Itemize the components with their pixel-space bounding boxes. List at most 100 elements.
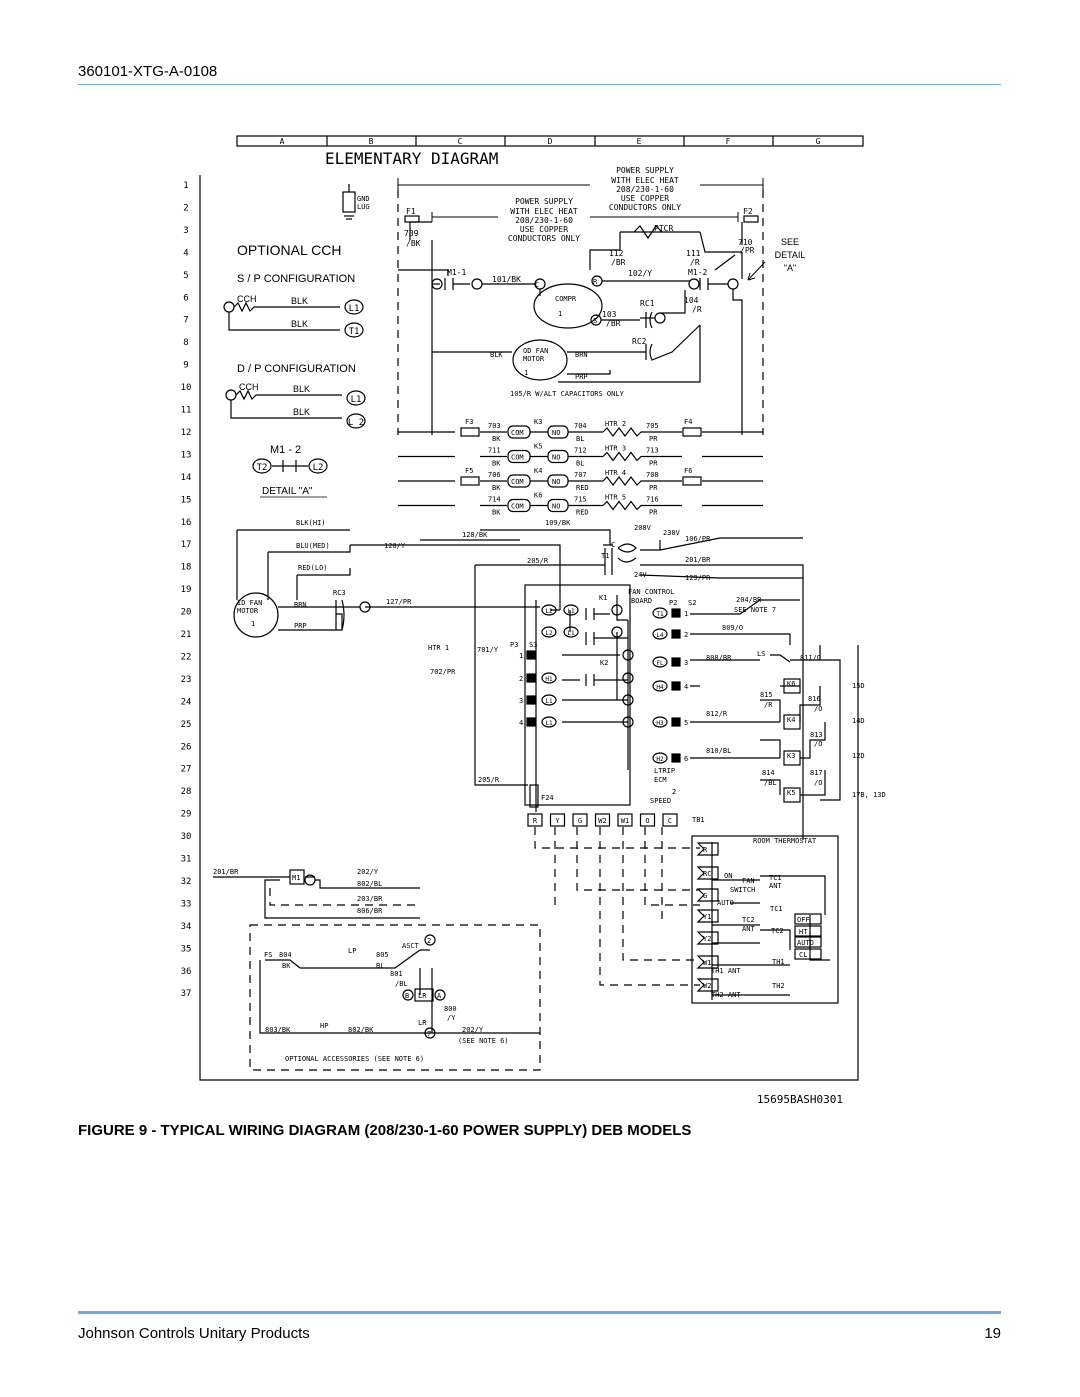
relay-contact: [622, 716, 634, 728]
plug-p3-pin: [526, 673, 536, 683]
cch-label: CCH: [237, 294, 257, 304]
wire-label: 208V: [634, 524, 652, 532]
wire-label: 716: [646, 496, 659, 504]
zone-ruler: [236, 135, 864, 147]
wire-label: 802/BL: [357, 880, 382, 888]
header-rule: [78, 84, 1001, 85]
see-detail: DETAIL: [775, 250, 806, 260]
plug-p2-pin: [671, 629, 681, 639]
wire-label: 811/O: [800, 654, 821, 662]
cch-terminal: [346, 413, 366, 429]
od-fan-label: MOTOR: [523, 355, 545, 363]
wire-label: 104: [684, 296, 699, 305]
thermostat-off: OFF: [797, 916, 810, 924]
cch-terminal: [252, 458, 272, 474]
row-number: 7: [183, 316, 188, 326]
row-number: 12: [181, 428, 192, 438]
detail-a-label: DETAIL "A": [262, 486, 313, 497]
row-number: 2: [183, 203, 188, 213]
asct-pin: 7: [427, 1030, 431, 1038]
wire-color: /BR: [611, 258, 626, 267]
wire-color: PR: [649, 484, 658, 492]
board-pin-label: L2: [545, 608, 553, 615]
wire-label: BLK: [291, 296, 308, 306]
row-number: 28: [181, 787, 192, 797]
relay-k6: K6: [787, 680, 795, 688]
thermostat-terminal-label: Y2: [703, 935, 711, 943]
power-supply-line: CONDUCTORS ONLY: [508, 234, 580, 243]
m1-2-label: M1 - 2: [270, 444, 301, 456]
wire-color: /BL: [395, 980, 408, 988]
heater-label: HTR 5: [605, 494, 626, 502]
plug-p3-number: 2: [519, 675, 523, 683]
row-number: 25: [181, 720, 192, 730]
plug-p2-pin: [671, 717, 681, 727]
com-label: COM: [511, 503, 524, 511]
plug-p2-pin: [671, 753, 681, 763]
wire-color: /BL: [764, 779, 777, 787]
plug-p2-number: 2: [684, 631, 688, 639]
heater-element: [602, 451, 682, 462]
contactor-label: M1-2: [688, 268, 707, 277]
row-reference: 14D: [852, 717, 865, 725]
optional-cch-title: OPTIONAL CCH: [237, 242, 342, 258]
row-number: 26: [181, 742, 192, 752]
wire-label: 808/BR: [706, 654, 732, 662]
limit-switch: LS: [757, 650, 765, 658]
board-label: FAN CONTROL: [628, 588, 674, 596]
cch-terminal-label: T2: [257, 463, 268, 473]
wire-label: 817: [810, 769, 823, 777]
freeze-stat: FS: [264, 951, 272, 959]
board-pin: [652, 656, 668, 668]
od-fan-label: OD FAN: [523, 347, 548, 355]
board-pin-label: L2: [545, 630, 553, 637]
board-pin: [652, 607, 668, 619]
wire-label: 815: [760, 691, 773, 699]
optional-cch-wiring: [223, 301, 342, 498]
terminal-board-label: TB1: [692, 816, 705, 824]
com-label: COM: [511, 478, 524, 486]
thermostat-terminal: [696, 842, 719, 856]
fuse-label: F5: [465, 467, 473, 475]
fuse-label: F6: [684, 467, 692, 475]
wire-label: 810/BL: [706, 747, 731, 755]
wire-label: PRP: [294, 622, 307, 630]
relay-k4: K4: [787, 716, 795, 724]
wire-label: 803/BK: [265, 1026, 291, 1034]
row-number: 1: [183, 181, 188, 191]
wire-color: BK: [492, 460, 501, 468]
wire-label: 812/R: [706, 710, 728, 718]
board-pin-label: L1: [567, 630, 575, 637]
row-number: 18: [181, 563, 192, 573]
od-fan-phase: 1: [524, 369, 528, 377]
row-numbers: 1234567891011121314151617181920212223242…: [181, 181, 192, 999]
cch-terminal: [344, 299, 364, 315]
document-number: 360101-XTG-A-0108: [78, 63, 218, 80]
wire-label: BLK: [293, 407, 310, 417]
wire-color: /R: [690, 258, 700, 267]
wire-color: /O: [814, 705, 822, 713]
wire-label: BRN: [575, 351, 588, 359]
row-number: 8: [183, 338, 188, 348]
terminal-a: A: [437, 992, 442, 1000]
wire-label: BLU(MED): [296, 542, 330, 550]
thermostat-auto: AUTO: [717, 899, 734, 907]
thermostat-title: ROOM THERMOSTAT: [753, 837, 817, 845]
wire-color: PR: [649, 509, 658, 517]
wire-label: 120/Y: [384, 542, 406, 550]
plug-label: P2: [669, 599, 677, 607]
plug-p2-pin: [671, 608, 681, 618]
power-supply-line: POWER SUPPLY: [616, 166, 674, 175]
wire-label: 109/BK: [545, 519, 571, 527]
wire-label: 205/R: [527, 557, 549, 565]
board-pin: [541, 626, 557, 638]
power-supply-line: WITH ELEC HEAT: [611, 176, 679, 185]
row-number: 4: [183, 248, 188, 258]
wire-color: PR: [649, 460, 658, 468]
board-pin: [563, 626, 579, 638]
thermostat-terminal: [696, 888, 719, 902]
line-wiring-upper: [397, 190, 764, 435]
